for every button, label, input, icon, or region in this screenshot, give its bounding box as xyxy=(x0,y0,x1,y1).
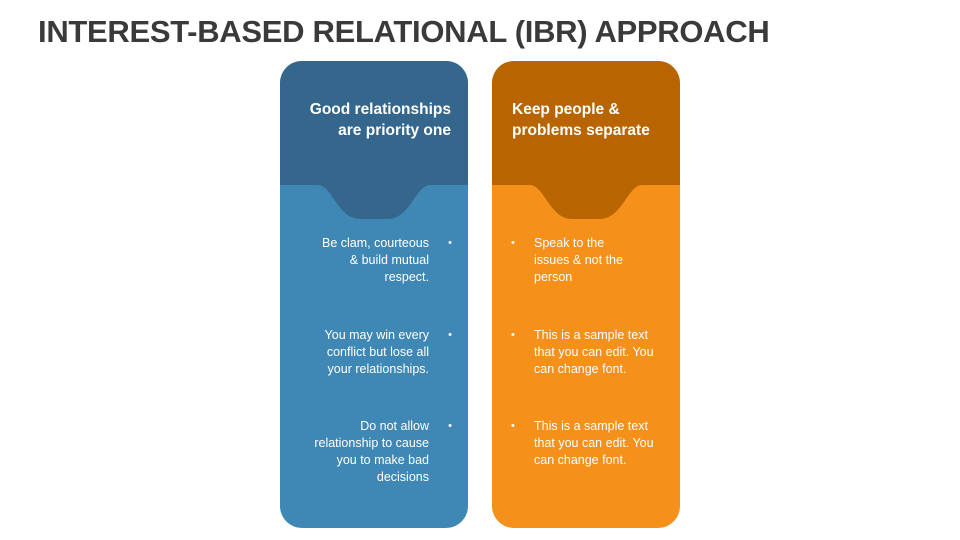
card-background xyxy=(280,61,468,528)
item-line: conflict but lose all xyxy=(326,345,429,359)
card-header-fill xyxy=(492,61,680,219)
list-item: • You may win every conflict but lose al… xyxy=(280,327,468,378)
card-heading: Keep people & problems separate xyxy=(492,99,680,141)
card-heading-line: problems separate xyxy=(512,122,650,139)
item-line: respect. xyxy=(384,270,429,284)
card-heading: Good relationships are priority one xyxy=(280,99,468,141)
list-item: • Be clam, courteous & build mutual resp… xyxy=(280,235,468,286)
card-heading-line: are priority one xyxy=(338,122,451,139)
item-line: decisions xyxy=(376,470,429,484)
bullet: • xyxy=(448,329,452,341)
item-line: This is a sample text xyxy=(534,419,648,433)
bullet: • xyxy=(448,420,452,432)
card-heading-line: Good relationships xyxy=(309,101,451,118)
item-line: You may win every xyxy=(324,328,429,342)
item-line: Speak to the xyxy=(534,236,605,250)
card-separation: Keep people & problems separate • Speak … xyxy=(492,61,680,528)
item-line: can change font. xyxy=(534,362,627,376)
slide-title: INTEREST-BASED RELATIONAL (IBR) APPROACH xyxy=(38,14,770,49)
list-item: • This is a sample text that you can edi… xyxy=(492,418,680,469)
item-line: Do not allow xyxy=(360,419,429,433)
item-line: relationship to cause xyxy=(314,436,429,450)
item-line: This is a sample text xyxy=(534,328,648,342)
list-item: • Do not allow relationship to cause you… xyxy=(280,418,468,486)
bullet: • xyxy=(511,329,515,341)
item-line: can change font. xyxy=(534,453,627,467)
bullet: • xyxy=(448,237,452,249)
item-line: issues & not the xyxy=(534,253,623,267)
bullet: • xyxy=(511,237,515,249)
item-line: & build mutual xyxy=(349,253,429,267)
card-heading-line: Keep people & xyxy=(512,101,620,118)
item-line: that you can edit. You xyxy=(534,436,654,450)
list-item: • This is a sample text that you can edi… xyxy=(492,327,680,378)
item-line: your relationships. xyxy=(327,362,429,376)
card-relationships: Good relationships are priority one • Be… xyxy=(280,61,468,528)
item-line: person xyxy=(534,270,573,284)
card-background xyxy=(492,61,680,528)
item-line: that you can edit. You xyxy=(534,345,654,359)
bullet: • xyxy=(511,420,515,432)
card-header-fill xyxy=(280,61,468,219)
list-item: • Speak to the issues & not the person xyxy=(492,235,680,286)
item-line: you to make bad xyxy=(336,453,429,467)
item-line: Be clam, courteous xyxy=(322,236,429,250)
